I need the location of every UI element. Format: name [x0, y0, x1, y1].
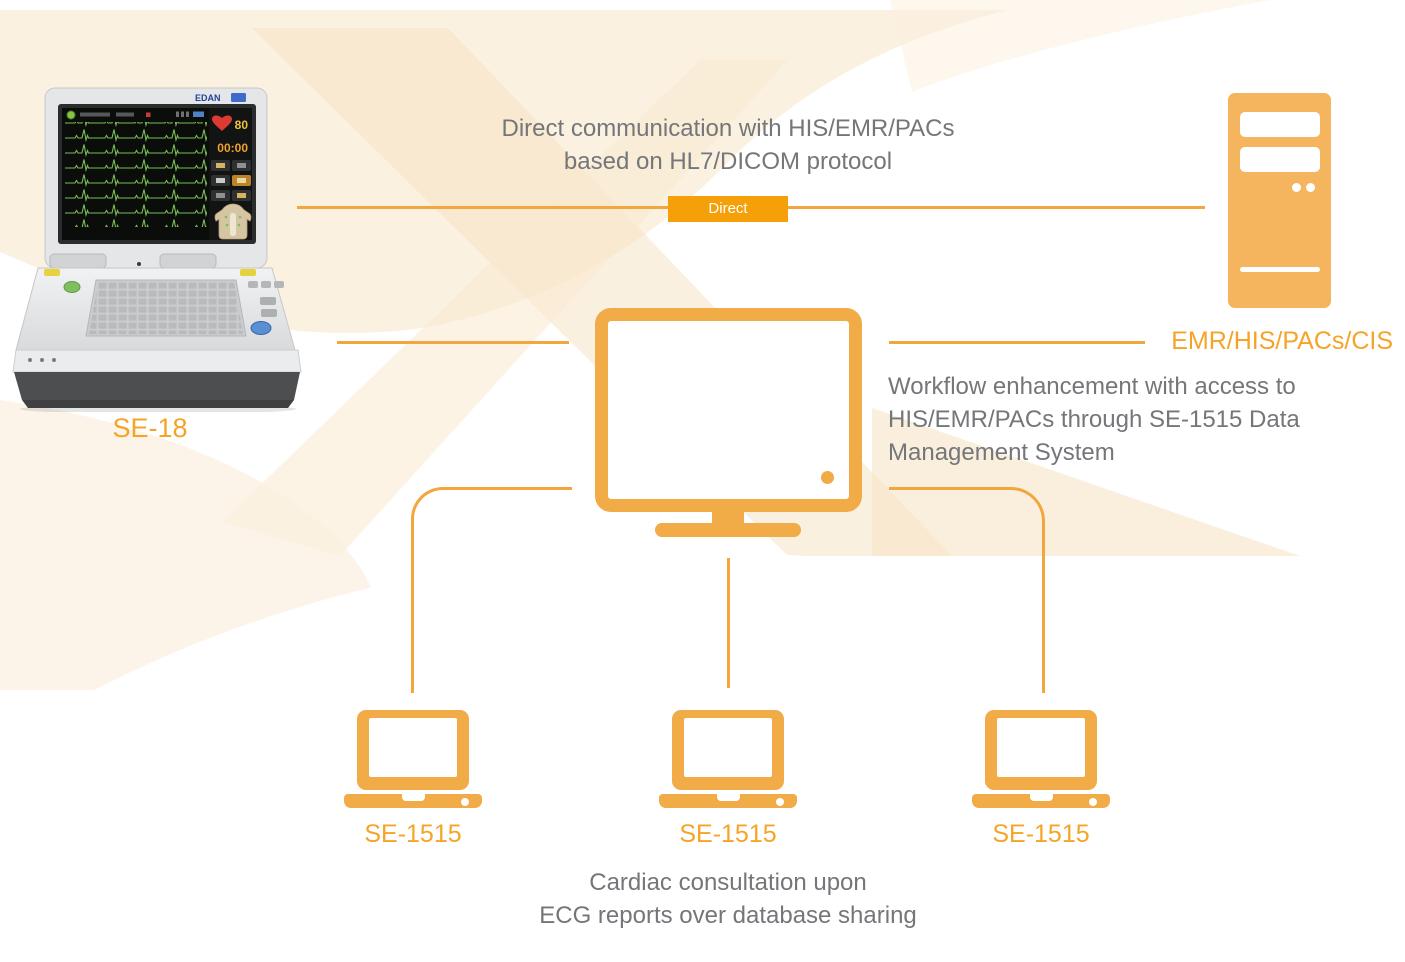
laptop-base: [659, 794, 797, 808]
laptop-notch: [1030, 794, 1053, 801]
server-tower-icon: [1228, 93, 1331, 308]
screen-status-icon: [66, 110, 76, 120]
laptop-icon: [972, 706, 1110, 810]
device-to-monitor-line: [337, 341, 569, 344]
direct-caption-line2: based on HL7/DICOM protocol: [563, 148, 893, 175]
laptop-notch: [402, 794, 425, 801]
device-ecg-screen: 80 00:00: [62, 108, 252, 240]
direct-caption-line1: Direct communication with HIS/EMR/PACs: [501, 115, 955, 142]
server-label: EMR/HIS/PACs/CIS: [1171, 327, 1393, 355]
laptop3-label: SE-1515: [992, 820, 1090, 848]
bottom-caption-line2: ECG reports over database sharing: [539, 902, 917, 929]
monitor-to-laptop2-connector: [727, 558, 730, 688]
monitor-power-dot: [821, 471, 834, 484]
cardiac-consultation-caption: Cardiac consultation upon ECG reports ov…: [478, 866, 978, 932]
monitor-to-server-label-line: [889, 341, 1145, 344]
workflow-line3: Management System: [888, 439, 1115, 466]
brand-logo: EDAN: [195, 93, 221, 103]
monitor-to-laptop1-connector: [411, 487, 572, 693]
se18-label: SE-18: [112, 413, 188, 443]
heart-icon: [212, 115, 232, 131]
device-power-button: [63, 281, 81, 293]
timer-value: 00:00: [217, 141, 248, 155]
screen-menu-buttons: [211, 160, 251, 201]
server-drive-bay: [1240, 147, 1320, 172]
laptop-screen: [369, 718, 457, 777]
bottom-caption-line1: Cardiac consultation upon: [589, 869, 867, 896]
laptop-screen: [684, 718, 772, 777]
laptop-icon: [344, 706, 482, 810]
monitor-base: [655, 523, 801, 537]
device-action-button: [250, 321, 272, 335]
monitor-icon: [595, 308, 862, 512]
monitor-stand: [712, 512, 744, 525]
laptop1-label: SE-1515: [364, 820, 462, 848]
laptop-base: [344, 794, 482, 808]
laptop-dot: [1089, 798, 1097, 806]
brand-logo-tag: [231, 93, 246, 102]
laptop-dot: [776, 798, 784, 806]
laptop-icon: [659, 706, 797, 810]
heart-rate-value: 80: [235, 118, 249, 132]
se18-ecg-device-image: EDAN: [12, 87, 302, 412]
direct-badge: Direct: [668, 196, 788, 222]
torso-lead-diagram: [214, 203, 252, 240]
server-led: [1292, 183, 1301, 192]
server-vent: [1240, 267, 1320, 272]
laptop-notch: [717, 794, 740, 801]
laptop2-label: SE-1515: [679, 820, 777, 848]
laptop-screen: [997, 718, 1085, 777]
laptop-dot: [461, 798, 469, 806]
monitor-to-laptop3-connector: [889, 487, 1045, 693]
direct-communication-caption: Direct communication with HIS/EMR/PACs b…: [428, 112, 1028, 178]
workflow-caption: Workflow enhancement with access to HIS/…: [888, 370, 1368, 469]
server-led: [1306, 183, 1315, 192]
device-keyboard-deck: [15, 267, 296, 351]
ecg-waveforms: [65, 122, 207, 227]
workflow-line1: Workflow enhancement with access to: [888, 373, 1296, 400]
device-base: [12, 349, 302, 408]
server-drive-bay: [1240, 112, 1320, 137]
laptop-base: [972, 794, 1110, 808]
workflow-line2: HIS/EMR/PACs through SE-1515 Data: [888, 406, 1300, 433]
